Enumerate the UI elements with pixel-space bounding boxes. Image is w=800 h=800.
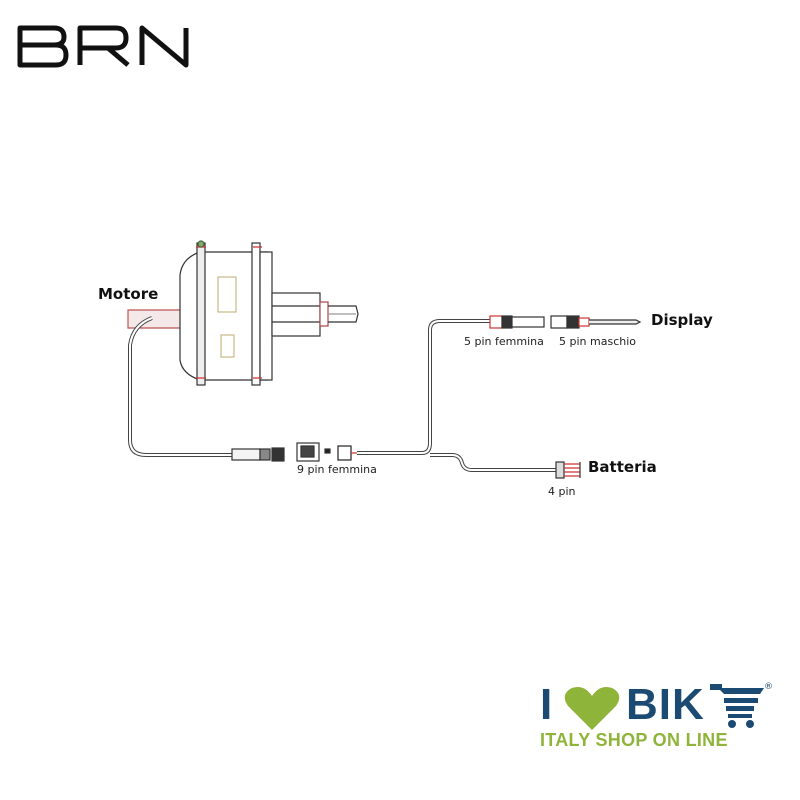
i-love-bike-logo: I BIK ® ITALY SHOP ON LINE bbox=[540, 680, 780, 760]
motor-connector-icon bbox=[231, 447, 285, 462]
logo-tagline: ITALY SHOP ON LINE bbox=[540, 730, 728, 750]
motor-label: Motore bbox=[98, 285, 159, 303]
logo-text-bik: BIK bbox=[626, 680, 705, 729]
registered-mark: ® bbox=[764, 682, 773, 692]
connector-5pin-female-icon bbox=[489, 315, 545, 329]
battery-connector-icon bbox=[555, 461, 581, 479]
brn-logo bbox=[17, 25, 189, 68]
connector-4pin-label: 4 pin bbox=[548, 485, 576, 498]
connector-5pin-male-label: 5 pin maschio bbox=[559, 335, 636, 348]
connector-9pin-female-label: 9 pin femmina bbox=[297, 463, 377, 476]
connector-5pin-male-icon bbox=[550, 315, 642, 329]
display-label: Display bbox=[651, 311, 713, 329]
logo-letter-i: I bbox=[540, 680, 553, 729]
connector-9pin-female-icon bbox=[296, 442, 357, 462]
motor-hub-icon bbox=[127, 240, 359, 386]
connector-5pin-female-label: 5 pin femmina bbox=[464, 335, 544, 348]
battery-label: Batteria bbox=[588, 458, 657, 476]
shopping-cart-icon bbox=[710, 684, 764, 728]
heart-icon bbox=[564, 687, 620, 730]
